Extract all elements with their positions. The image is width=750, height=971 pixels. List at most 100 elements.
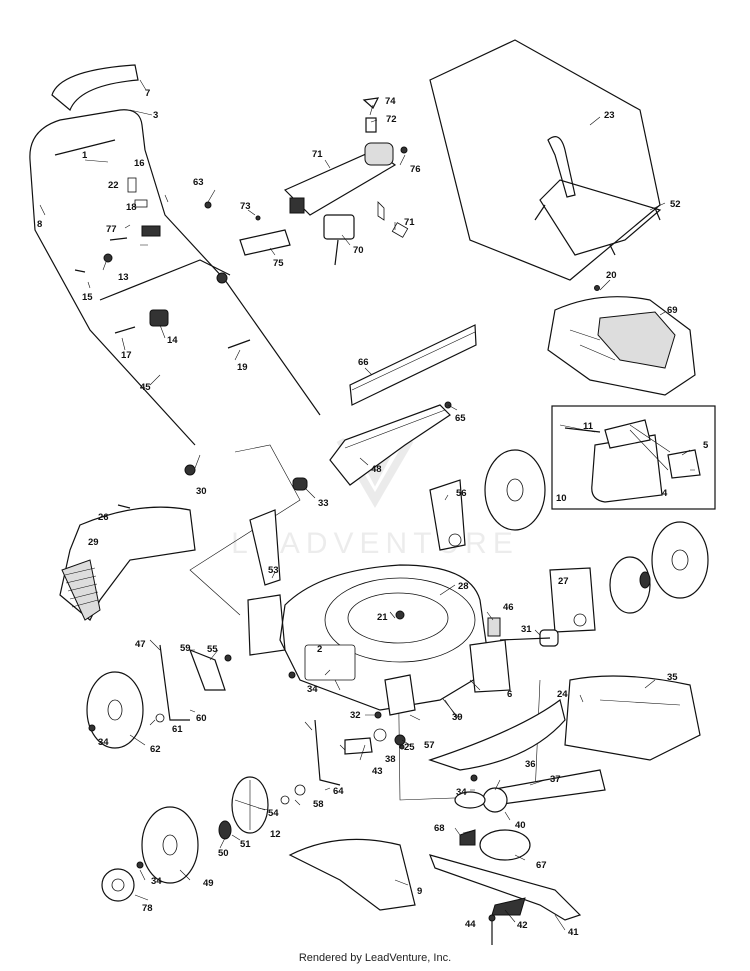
label-50: 50 [218, 848, 229, 859]
label-60: 60 [196, 713, 207, 724]
label-42: 42 [517, 920, 528, 931]
drive-plates [429, 479, 596, 633]
label-49: 49 [203, 878, 214, 889]
label-27: 27 [558, 576, 569, 587]
label-63: 63 [193, 177, 204, 188]
label-75: 75 [273, 258, 284, 269]
label-40: 40 [515, 820, 526, 831]
label-61: 61 [172, 724, 183, 735]
label-14: 14 [167, 335, 178, 346]
label-33: 33 [318, 498, 329, 509]
label-4: 4 [662, 488, 668, 499]
leader-lines [39, 79, 695, 931]
label-43: 43 [372, 766, 383, 777]
label-8: 8 [37, 219, 42, 230]
label-52: 52 [670, 199, 681, 210]
handle-assembly [29, 64, 321, 476]
label-13: 13 [118, 272, 129, 283]
label-9: 9 [417, 886, 422, 897]
label-19: 19 [237, 362, 248, 373]
label-18: 18 [126, 202, 137, 213]
label-65: 65 [455, 413, 466, 424]
label-11: 11 [583, 421, 594, 432]
label-31: 31 [521, 624, 532, 635]
label-3: 3 [153, 110, 158, 121]
label-46: 46 [503, 602, 514, 613]
credit-text: Rendered by LeadVenture, Inc. [298, 952, 452, 964]
label-71a: 71 [312, 149, 323, 160]
label-54: 54 [268, 808, 279, 819]
label-5: 5 [703, 440, 709, 451]
label-53: 53 [268, 565, 279, 576]
label-1: 1 [82, 150, 88, 161]
label-23: 23 [604, 110, 615, 121]
label-41: 41 [568, 927, 579, 938]
label-15: 15 [82, 292, 93, 303]
label-26: 26 [98, 512, 109, 523]
label-30: 30 [196, 486, 207, 497]
label-44: 44 [465, 919, 476, 930]
label-67: 67 [536, 860, 547, 871]
rear-flap [59, 504, 196, 621]
label-72: 72 [386, 114, 397, 125]
label-2: 2 [317, 644, 322, 655]
label-12: 12 [270, 829, 281, 840]
wheels [86, 449, 709, 902]
label-66: 66 [358, 357, 369, 368]
drive-components [428, 617, 606, 861]
label-55: 55 [207, 644, 218, 655]
label-69: 69 [667, 305, 678, 316]
label-37: 37 [550, 774, 561, 785]
label-78: 78 [142, 903, 153, 914]
callout-labels: 1 2 3 4 5 6 7 8 9 10 11 12 13 14 15 16 1… [37, 88, 709, 938]
grass-bag [429, 39, 662, 281]
label-36: 36 [525, 759, 536, 770]
label-34b: 34 [98, 737, 109, 748]
label-28: 28 [458, 581, 469, 592]
label-34c: 34 [151, 876, 162, 887]
label-20: 20 [606, 270, 617, 281]
label-34: 34 [307, 684, 318, 695]
label-35: 35 [667, 672, 678, 683]
rear-shield [292, 324, 477, 491]
label-51: 51 [240, 839, 251, 850]
label-6: 6 [507, 689, 512, 700]
blade [429, 854, 582, 945]
label-68: 68 [434, 823, 445, 834]
label-17: 17 [121, 350, 132, 361]
label-24: 24 [557, 689, 568, 700]
label-57: 57 [424, 740, 435, 751]
label-73: 73 [240, 201, 251, 212]
label-10: 10 [556, 493, 567, 504]
label-70: 70 [353, 245, 364, 256]
label-25: 25 [404, 742, 415, 753]
label-77: 77 [106, 224, 117, 235]
label-47: 47 [135, 639, 146, 650]
label-38: 38 [385, 754, 396, 765]
battery-assembly [239, 97, 409, 266]
label-32: 32 [350, 710, 361, 721]
label-59: 59 [180, 643, 191, 654]
mower-deck [247, 564, 491, 716]
label-48: 48 [371, 464, 382, 475]
label-39: 39 [452, 712, 463, 723]
label-74: 74 [385, 96, 396, 107]
label-22: 22 [108, 180, 119, 191]
height-adjusters [155, 509, 406, 805]
label-71b: 71 [404, 217, 415, 228]
side-discharge [288, 675, 701, 911]
label-7: 7 [145, 88, 150, 99]
label-58: 58 [313, 799, 324, 810]
label-64: 64 [333, 786, 344, 797]
rear-cover [547, 285, 696, 396]
label-21: 21 [377, 612, 388, 623]
label-29: 29 [88, 537, 99, 548]
label-16: 16 [134, 158, 145, 169]
label-76: 76 [410, 164, 421, 175]
inset-box [551, 405, 716, 510]
label-45: 45 [140, 382, 151, 393]
label-56: 56 [456, 488, 467, 499]
label-62: 62 [150, 744, 161, 755]
label-34d: 34 [456, 787, 467, 798]
